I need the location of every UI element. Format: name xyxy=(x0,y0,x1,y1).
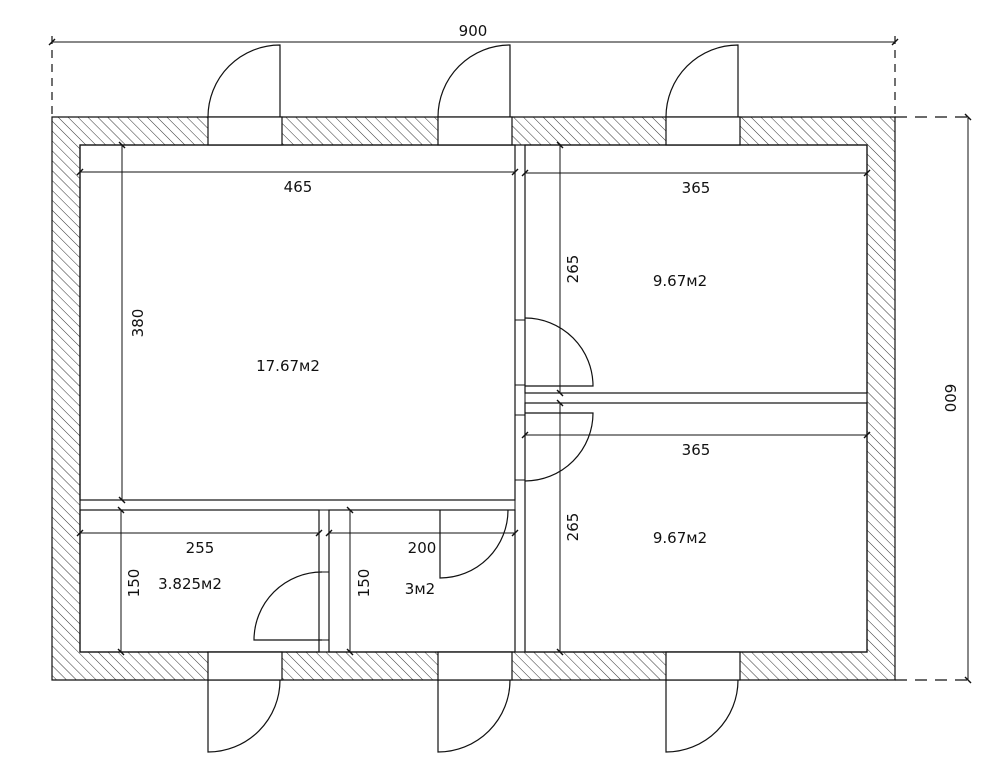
door-swings xyxy=(207,44,739,753)
room-bottom-right-area: 9.67м2 xyxy=(653,529,707,547)
room-small-left-area: 3.825м2 xyxy=(158,575,222,593)
room-outlines xyxy=(79,144,868,653)
overall-height-label: 600 xyxy=(941,384,959,413)
room-large-area: 17.67м2 xyxy=(256,357,320,375)
outer-wall xyxy=(51,116,896,681)
room-small-middle-height: 150 xyxy=(355,569,373,598)
room-dimensions: 465 380 17.67м2 365 265 9.67м2 365 265 9… xyxy=(76,141,871,656)
room-bottom-right-width: 365 xyxy=(682,441,711,459)
room-small-left-height: 150 xyxy=(125,569,143,598)
room-top-right-width: 365 xyxy=(682,179,711,197)
room-top-right-height: 265 xyxy=(564,255,582,284)
room-small-left-width: 255 xyxy=(186,539,215,557)
room-top-right-area: 9.67м2 xyxy=(653,272,707,290)
overall-width-label: 900 xyxy=(459,22,488,40)
room-large-height: 380 xyxy=(129,309,147,338)
room-large-width: 465 xyxy=(284,178,313,196)
overall-dimensions: 900 600 xyxy=(48,22,975,684)
room-bottom-right-height: 265 xyxy=(564,513,582,542)
room-small-middle-width: 200 xyxy=(408,539,437,557)
room-small-middle-area: 3м2 xyxy=(405,580,435,598)
wall-openings xyxy=(207,116,741,681)
